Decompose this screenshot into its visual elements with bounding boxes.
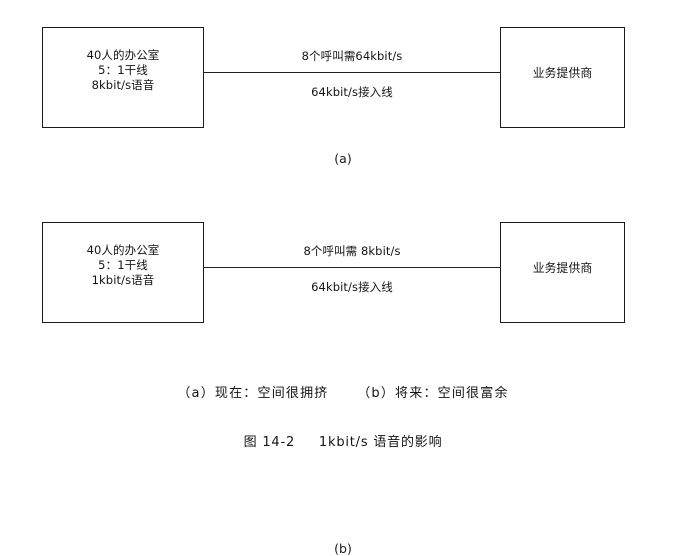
service-provider-node-b: 业务提供商 [500,222,625,323]
office-node-a-line1: 40人的办公室 [86,48,160,62]
office-node-b-line3: 1kbit/s语音 [91,272,155,287]
link-label-above-a: 8个呼叫需64kbit/s [301,49,403,63]
figure-legend: （a）现在：空间很拥挤 （b）将来：空间很富余 [0,382,686,401]
service-provider-node-a: 业务提供商 [500,27,625,128]
figure-legend-a: （a）现在：空间很拥挤 [177,386,329,401]
office-node-a-line2: 5：1干线 [98,62,148,77]
service-provider-node-b-line1: 业务提供商 [532,261,593,275]
link-label-below-b: 64kbit/s接入线 [311,280,393,294]
office-node-b: 40人的办公室 5：1干线 1kbit/s语音 [42,222,204,323]
office-node-b-line2: 5：1干线 [98,257,148,272]
panel-sublabel-a: (a) [334,151,352,166]
office-node-a: 40人的办公室 5：1干线 8kbit/s语音 [42,27,204,128]
connection-line-b [204,267,500,268]
figure-caption-title: 1kbit/s 语音的影响 [318,435,443,450]
service-provider-node-a-line1: 业务提供商 [532,66,593,80]
figure-legend-b: （b）将来：空间很富余 [357,386,509,401]
panel-sublabel-b: (b) [334,541,352,556]
service-provider-node-a-text: 业务提供商 [533,66,593,81]
link-label-below-a: 64kbit/s接入线 [311,85,393,99]
diagram-panel-b: 40人的办公室 5：1干线 1kbit/s语音 8个呼叫需 8kbit/s 64… [0,195,686,556]
office-node-a-line3: 8kbit/s语音 [91,77,155,92]
connection-line-a [204,72,500,73]
figure-caption: 图 14-2 1kbit/s 语音的影响 [0,431,686,450]
link-label-above-b: 8个呼叫需 8kbit/s [303,244,401,258]
office-node-b-line1: 40人的办公室 [86,243,160,257]
office-node-a-text: 40人的办公室 5：1干线 8kbit/s语音 [87,48,160,93]
office-node-b-text: 40人的办公室 5：1干线 1kbit/s语音 [87,243,160,288]
service-provider-node-b-text: 业务提供商 [533,261,593,276]
figure-caption-number: 图 14-2 [243,435,296,450]
diagram-panel-a: 40人的办公室 5：1干线 8kbit/s语音 8个呼叫需64kbit/s 64… [0,0,686,200]
